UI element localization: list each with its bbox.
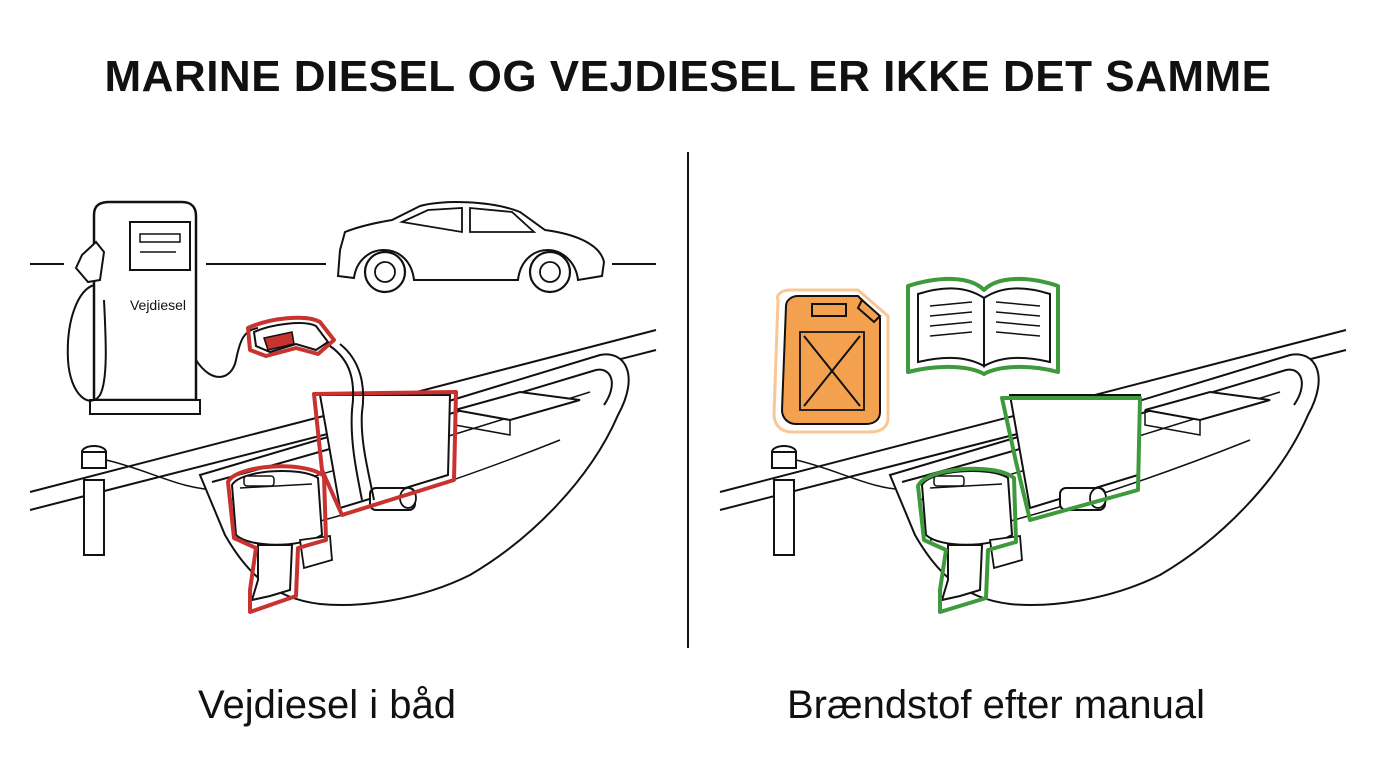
green-highlight bbox=[916, 396, 1142, 614]
right-panel bbox=[719, 277, 1347, 614]
car-icon bbox=[336, 201, 606, 294]
left-panel: Vejdiesel bbox=[29, 200, 657, 614]
caption-left: Vejdiesel i båd bbox=[198, 683, 456, 727]
red-highlight bbox=[226, 315, 458, 614]
page-title: MARINE DIESEL OG VEJDIESEL ER IKKE DET S… bbox=[104, 52, 1272, 101]
fuel-pump bbox=[66, 200, 259, 415]
caption-right: Brændstof efter manual bbox=[787, 683, 1205, 727]
manual-book-icon bbox=[906, 277, 1060, 376]
fuel-nozzle-icon bbox=[252, 322, 375, 501]
jerrycan-icon bbox=[772, 288, 890, 434]
pump-label: Vejdiesel bbox=[130, 297, 186, 313]
